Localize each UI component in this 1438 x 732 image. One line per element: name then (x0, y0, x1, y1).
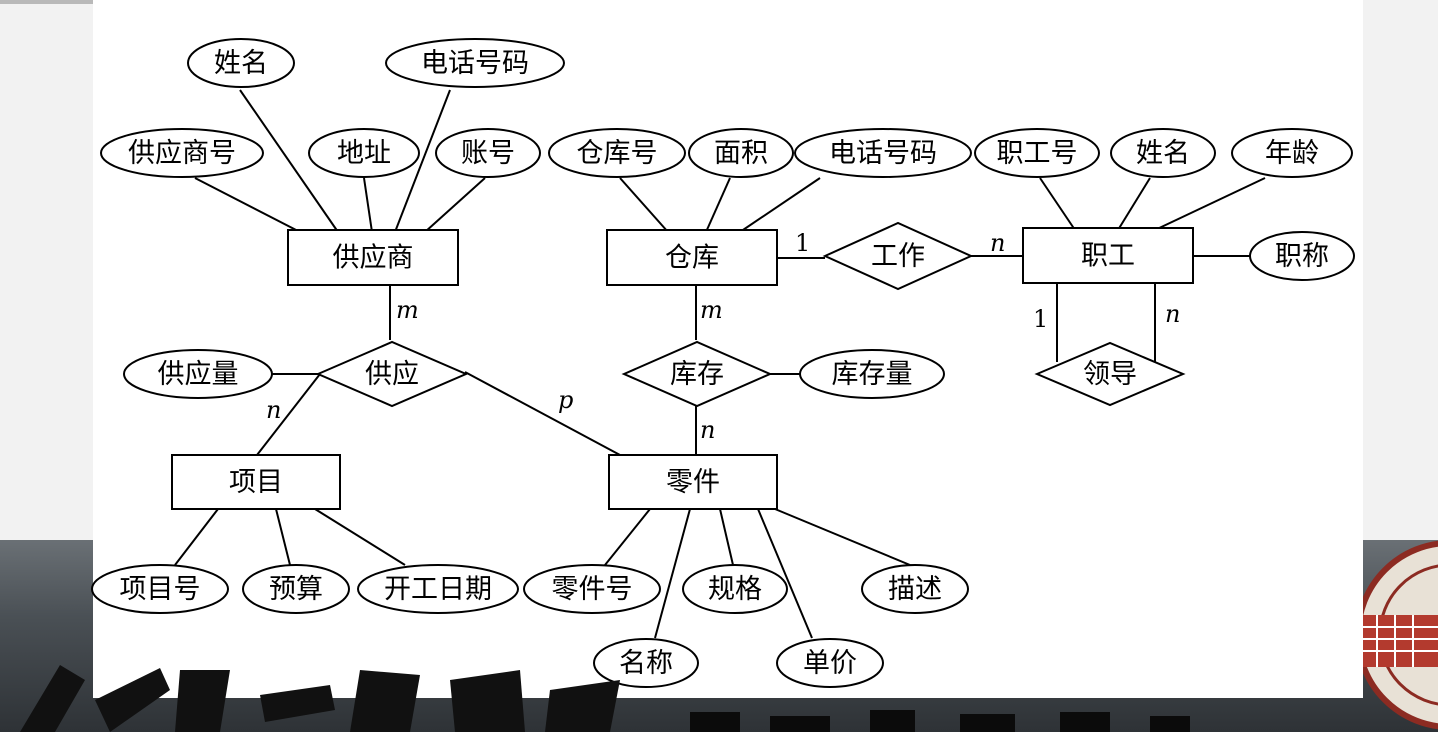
cardinality-supply-part: p (558, 386, 573, 414)
attr-supplier-address: 地址 (337, 138, 391, 169)
relationship-supply-diamond (315, 340, 469, 408)
calligraphy-logo (20, 665, 1190, 732)
attr-supplier-phone: 电话号码 (421, 48, 529, 79)
attr-part-desc: 描述 (888, 574, 942, 605)
attr-supplier-no-ellipse (100, 128, 264, 178)
cardinality-work-employee: n (990, 229, 1005, 257)
attr-supplier-no: 供应商号 (128, 138, 236, 169)
attr-part-no-ellipse (523, 564, 661, 614)
relationship-lead: 领导 (1083, 359, 1137, 390)
attr-part-spec: 规格 (708, 574, 762, 605)
attr-warehouse-area: 面积 (714, 138, 768, 169)
attr-supplier-name-ellipse (187, 38, 295, 88)
attr-employee-title: 职称 (1275, 241, 1329, 272)
university-seal-logo (1355, 540, 1438, 730)
cardinality-supplier-supply: m (396, 296, 419, 324)
cardinality-inventory-part: n (700, 416, 715, 444)
attr-supplier-name: 姓名 (214, 48, 268, 79)
entity-project-box (171, 454, 341, 510)
attr-supply-quantity-ellipse (123, 349, 273, 399)
attr-project-no-ellipse (91, 564, 229, 614)
attr-part-price: 单价 (803, 648, 857, 679)
attr-inventory-quantity-ellipse (799, 349, 945, 399)
entity-part: 零件 (666, 467, 720, 498)
attr-supplier-account-ellipse (435, 128, 541, 178)
attr-supplier-phone-ellipse (385, 38, 565, 88)
attr-warehouse-no-ellipse (548, 128, 686, 178)
entity-supplier: 供应商 (333, 243, 414, 274)
attr-part-no: 零件号 (552, 574, 633, 605)
attr-part-price-ellipse (776, 638, 884, 688)
attr-warehouse-area-ellipse (688, 128, 794, 178)
attr-inventory-quantity: 库存量 (832, 359, 913, 390)
relationship-supply: 供应 (365, 359, 419, 390)
attr-project-budget-ellipse (242, 564, 350, 614)
attr-part-name: 名称 (619, 648, 673, 679)
attr-employee-name-ellipse (1110, 128, 1216, 178)
attr-employee-no-ellipse (974, 128, 1100, 178)
entity-warehouse: 仓库 (665, 243, 719, 274)
attr-employee-age: 年龄 (1265, 138, 1319, 169)
attr-employee-name: 姓名 (1136, 138, 1190, 169)
relationship-inventory: 库存 (670, 359, 724, 390)
attr-warehouse-no: 仓库号 (577, 138, 658, 169)
entity-warehouse-box (606, 229, 778, 286)
attr-employee-title-ellipse (1249, 231, 1355, 281)
attr-part-name-ellipse (593, 638, 699, 688)
attr-project-start-date: 开工日期 (384, 574, 492, 605)
connector-lines (174, 89, 1266, 639)
entity-part-box (608, 454, 778, 510)
attr-supply-quantity: 供应量 (158, 359, 239, 390)
relationship-work-diamond (822, 221, 974, 291)
attr-supplier-address-ellipse (308, 128, 420, 178)
relationship-work: 工作 (871, 241, 925, 272)
entity-project: 项目 (229, 467, 283, 498)
attr-project-budget: 预算 (269, 574, 323, 605)
relationship-inventory-diamond (621, 340, 773, 408)
entity-supplier-box (287, 229, 459, 286)
attr-warehouse-phone: 电话号码 (829, 138, 937, 169)
cardinality-lead-one: 1 (1033, 305, 1048, 333)
attr-supplier-account: 账号 (461, 138, 515, 169)
attr-part-desc-ellipse (861, 564, 969, 614)
cardinality-warehouse-work: 1 (795, 229, 810, 257)
entity-employee: 职工 (1081, 241, 1135, 272)
attr-project-start-date-ellipse (357, 564, 519, 614)
cardinality-warehouse-inventory: m (700, 296, 723, 324)
cardinality-supply-project: n (266, 396, 281, 424)
attr-employee-age-ellipse (1231, 128, 1353, 178)
attr-project-no: 项目号 (120, 574, 201, 605)
relationship-lead-diamond (1034, 341, 1186, 407)
attr-part-spec-ellipse (682, 564, 788, 614)
entity-employee-box (1022, 227, 1194, 284)
cardinality-lead-many: n (1165, 300, 1180, 328)
attr-warehouse-phone-ellipse (794, 128, 972, 178)
attr-employee-no: 职工号 (997, 138, 1078, 169)
